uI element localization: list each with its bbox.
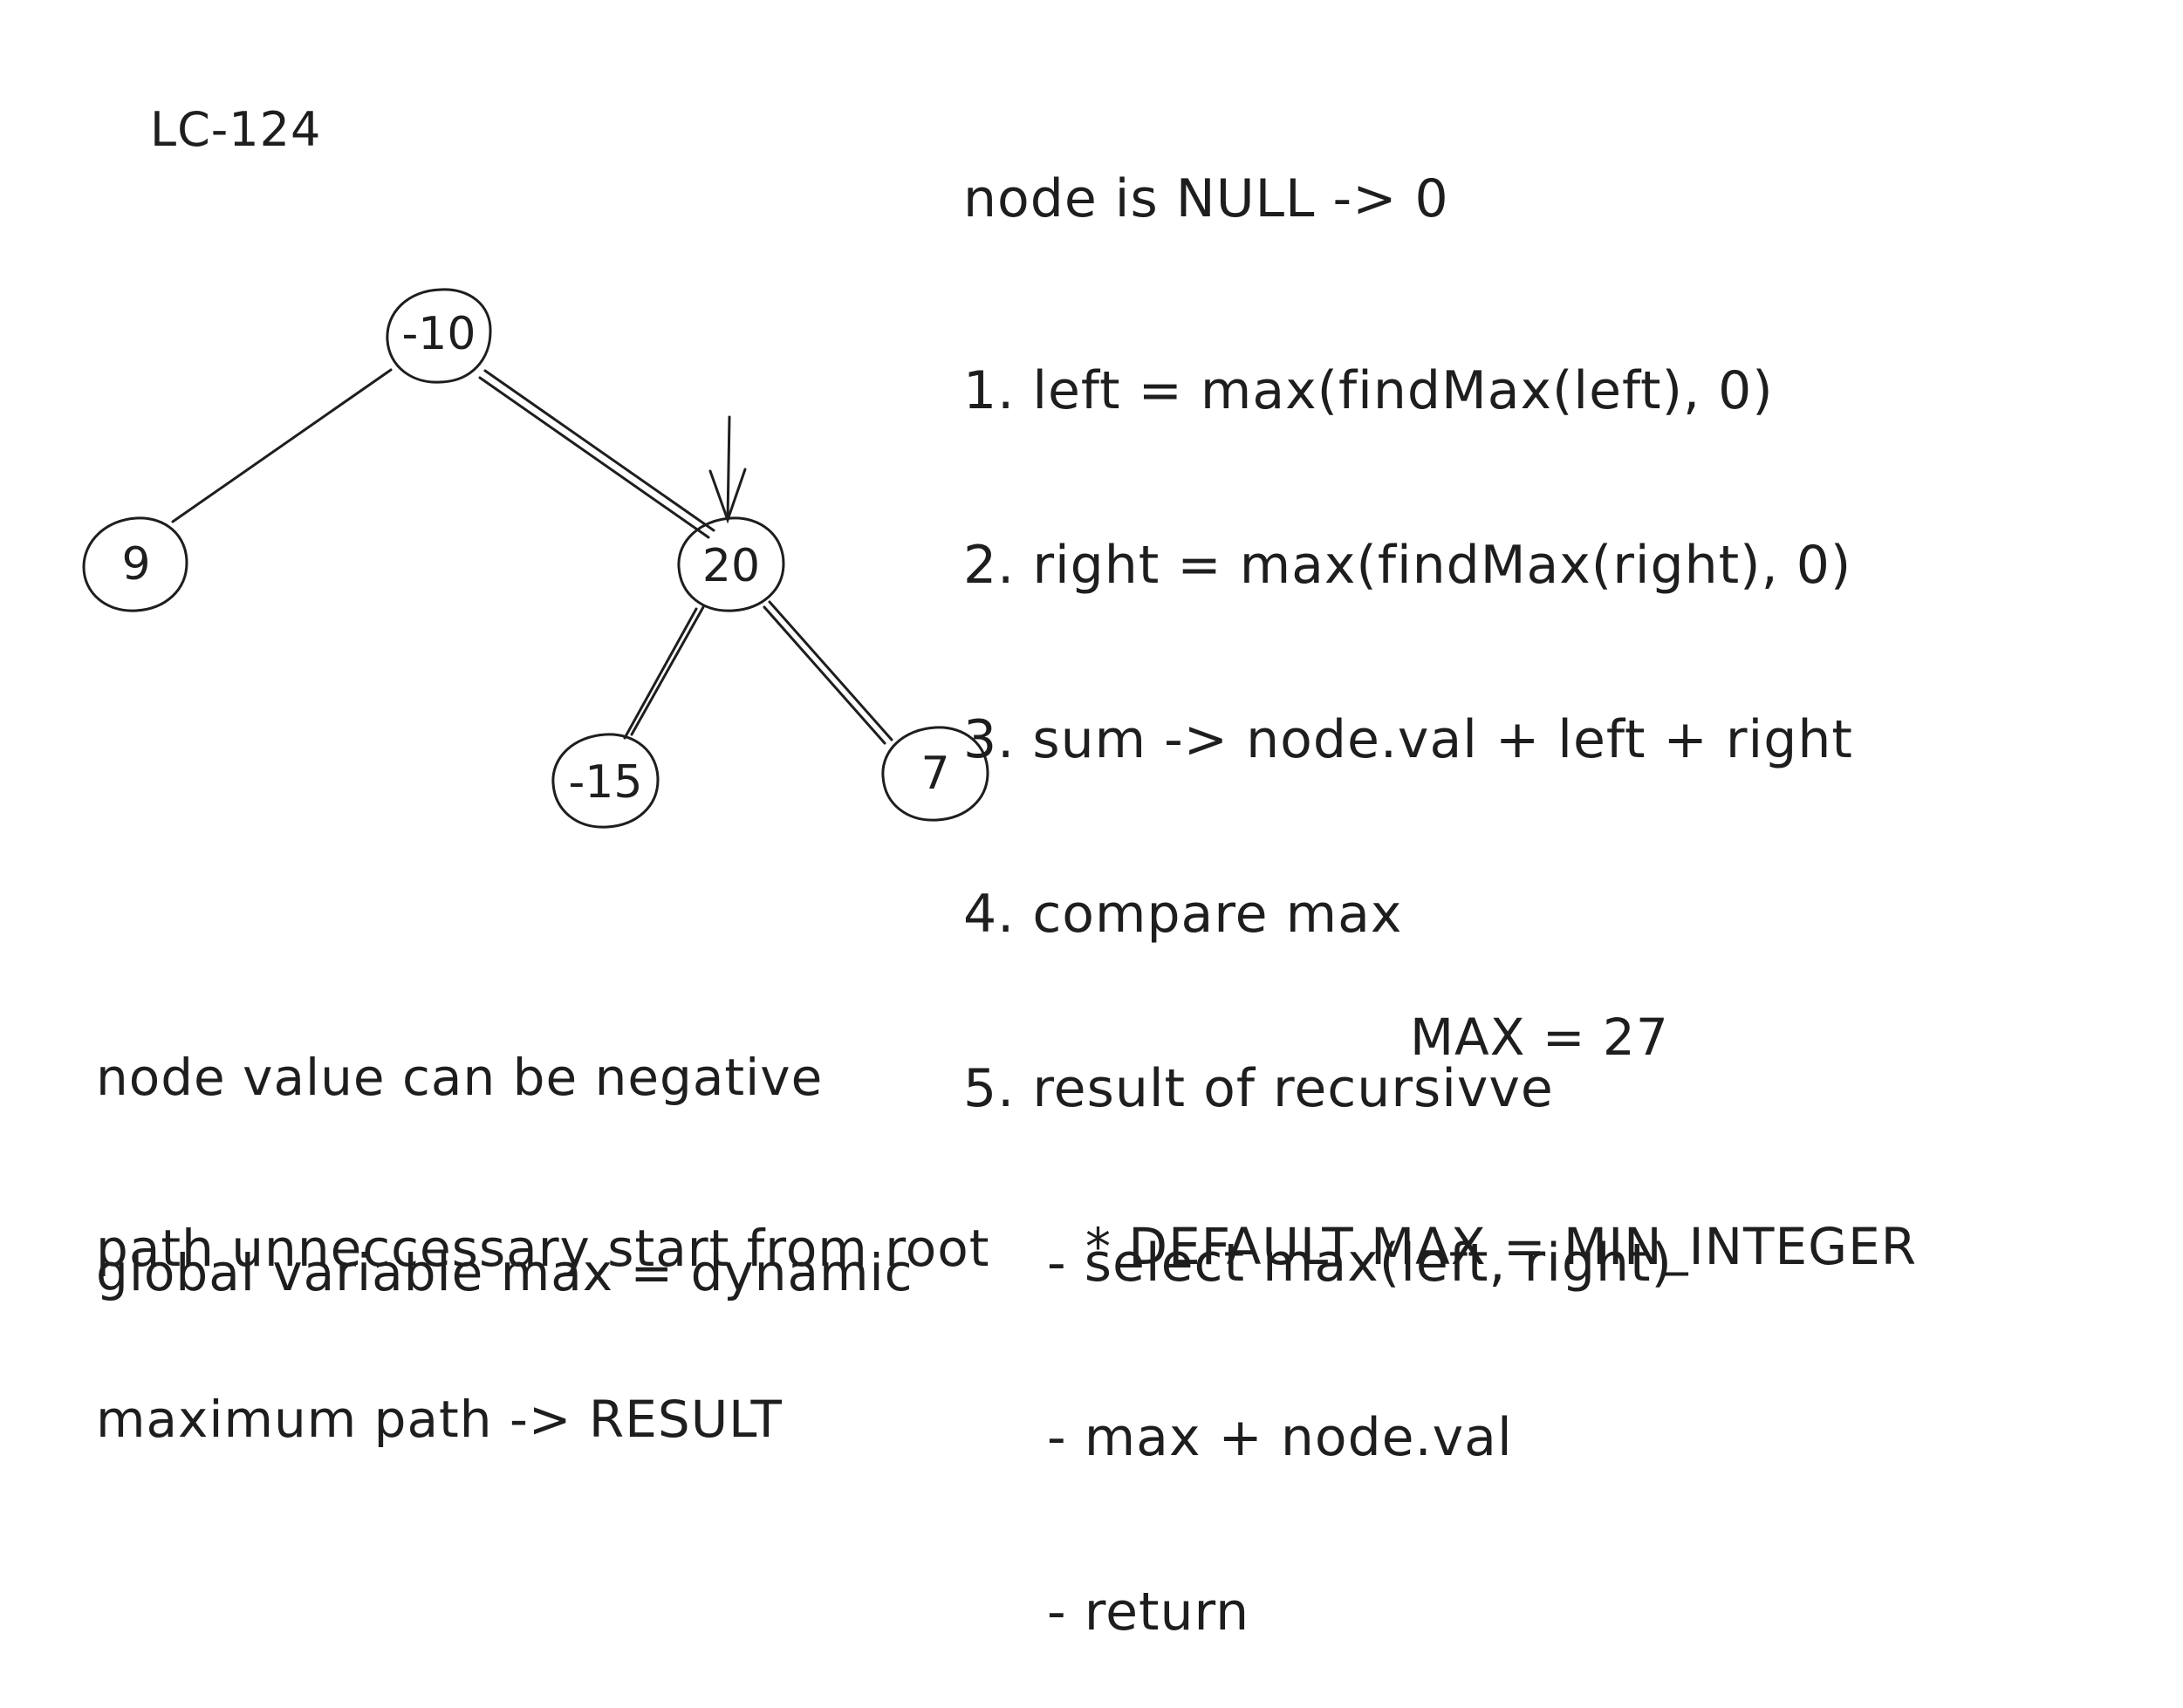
edge-n1-n2 [171,368,393,523]
notes-list: node value can be negative path unnecces… [96,951,990,1514]
step-3-text: 3. sum -> node.val + left + right [963,709,1853,770]
tree-diagram: -10 9 20 -15 7 [82,288,989,829]
algorithm-steps: node is NULL -> 0 1. left = max(findMax(… [963,68,1853,1708]
edge-n1-n3 [478,369,715,539]
tree-node-n5: 7 [881,726,989,822]
step-4-text: 4. compare max [963,884,1403,945]
node-label-n1: -10 [402,308,476,360]
base-case-text: node is NULL -> 0 [963,168,1449,229]
tree-node-n2: 9 [82,516,188,612]
tree-node-n4: -15 [551,733,660,829]
tree-nodes: -10 9 20 -15 7 [82,288,989,829]
edge-n3-n4 [623,605,705,740]
substep-3-text: - return [1047,1582,1250,1643]
tree-node-n1: -10 [386,288,492,384]
edge-n3-n5 [763,600,893,745]
step-5-text: 5. result of recursivve [963,1058,1554,1119]
default-max-note: * DEFAULT MAX = MIN_INTEGER [1085,1217,1918,1276]
pointer-arrow [708,415,747,524]
step-2-text: 2. right = max(findMax(right), 0) [963,535,1852,596]
node-label-n3: 20 [702,540,760,592]
tree-edges [171,368,893,745]
tree-node-n3: 20 [677,516,785,612]
step-1-text: 1. left = max(findMax(left), 0) [963,360,1774,421]
max-value-text: MAX = 27 [1410,1008,1669,1067]
note-3-text: maximum path -> RESULT [96,1390,783,1449]
node-label-n2: 9 [121,538,150,591]
node-label-n5: 7 [920,748,949,800]
node-label-n4: -15 [569,756,643,809]
substep-2-text: - max + node.val [1047,1407,1513,1468]
note-2-text: path unneccessary start from root [96,1219,990,1278]
page-title: LC-124 [150,102,322,157]
note-1-text: node value can be negative [96,1048,824,1107]
global-variable-note: global variable max = dynamic [96,1243,914,1302]
substep-1-text: - select max(left, right) [1047,1233,1673,1294]
